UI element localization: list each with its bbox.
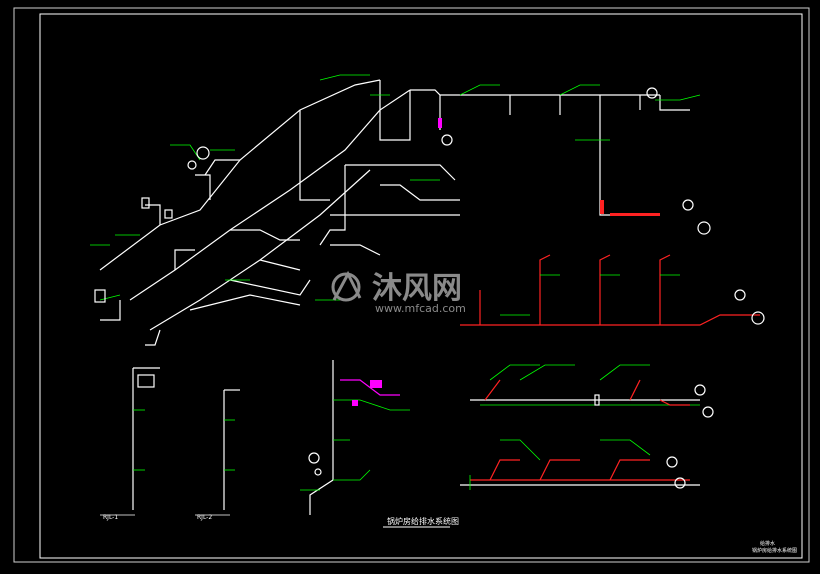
mfcad-logo-icon (331, 272, 361, 302)
mfcad-watermark: 沐风网 www.mfcad.com (331, 270, 466, 315)
central-upper-system (319, 80, 711, 256)
riser-label-1: RJL-1 (103, 514, 118, 521)
mfcad-logo-swoosh-icon (332, 270, 362, 301)
left-isometric-system (90, 74, 411, 346)
titleblock-line-2: 锅炉房给排水系统图 (752, 547, 797, 554)
lower-left-risers (100, 367, 240, 516)
lower-center-riser (300, 360, 410, 515)
titleblock-line-1: 给排水 (760, 540, 775, 547)
sheet-inner-border (39, 13, 803, 559)
drawing-title: 锅炉房给排水系统图 (387, 516, 459, 526)
watermark-brand-url: www.mfcad.com (375, 302, 466, 315)
right-manifold-system (460, 254, 765, 490)
sheet-outer-border (13, 7, 810, 563)
riser-label-2: RJL-2 (197, 514, 212, 521)
watermark-brand-cn: 沐风网 (372, 271, 462, 306)
